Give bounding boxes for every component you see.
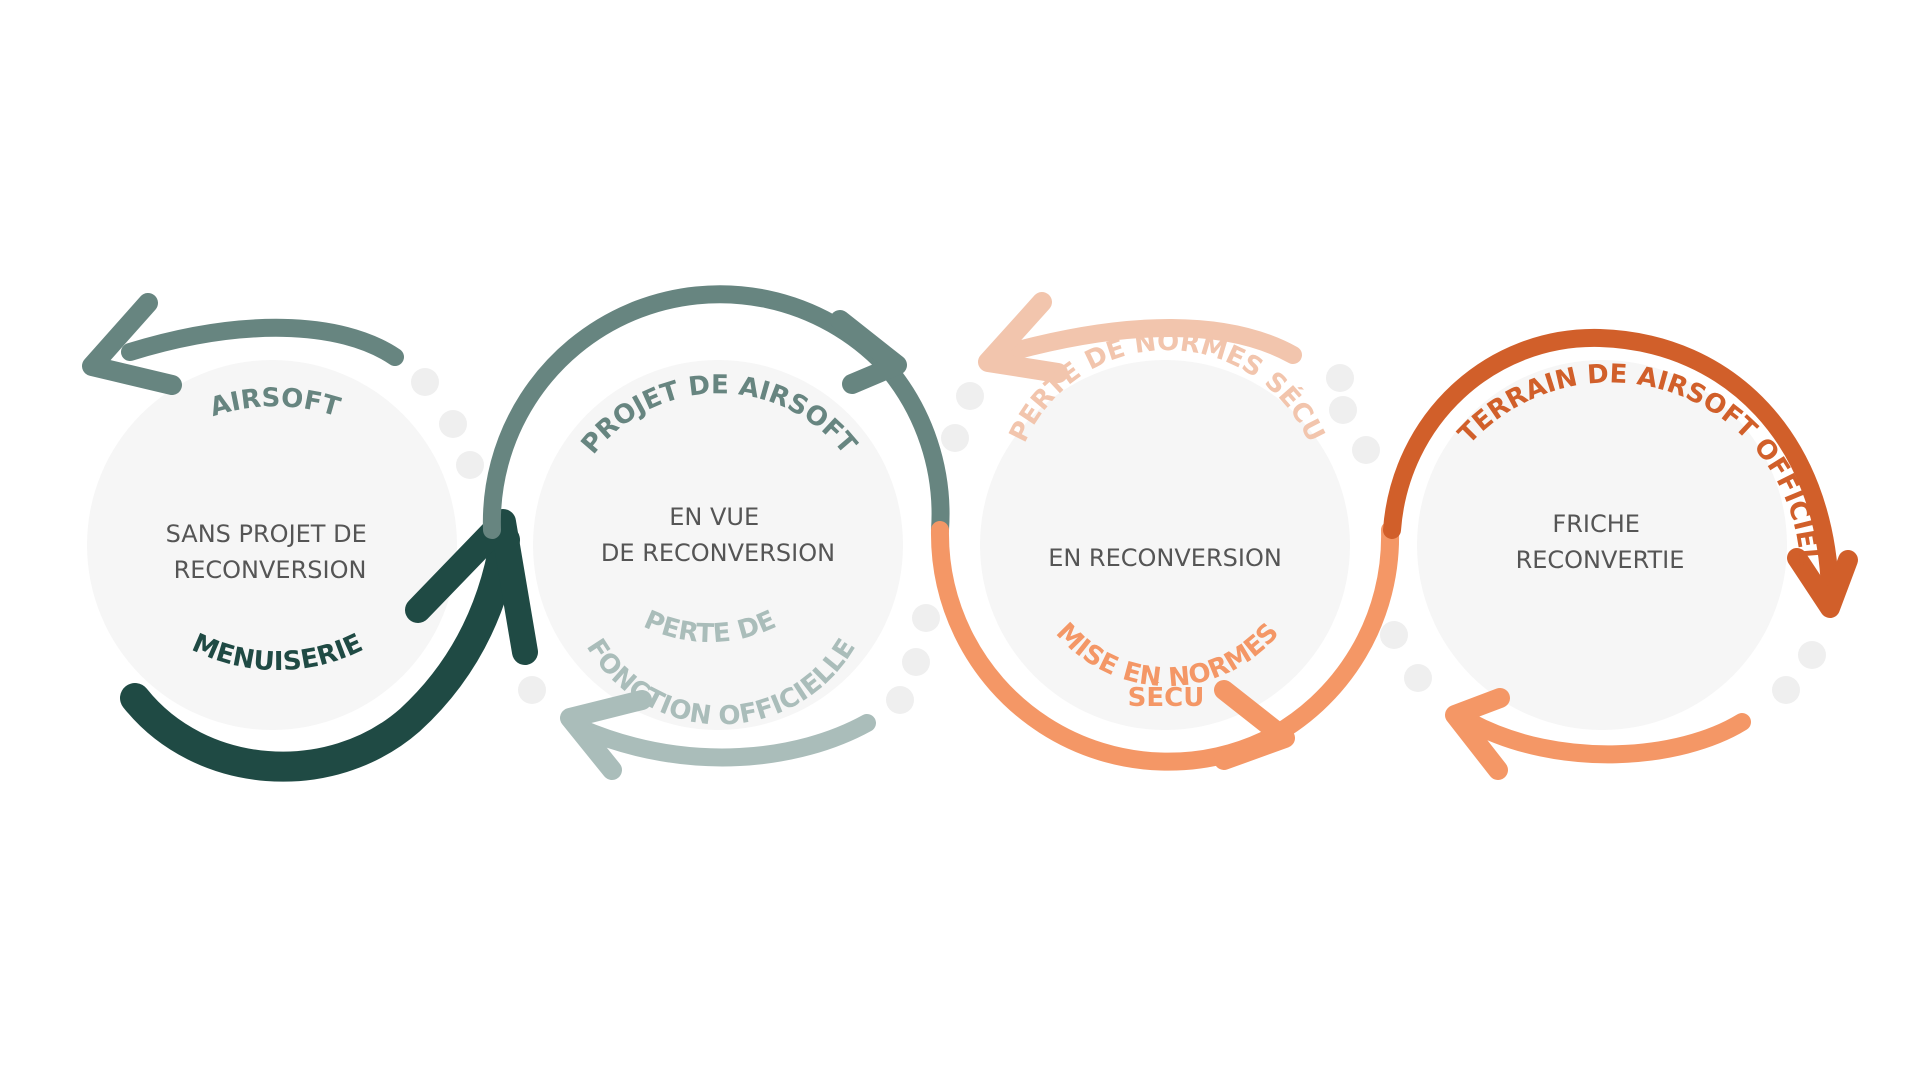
stage-3-bottom-arrow	[930, 521, 1400, 771]
stage-1-circle	[87, 360, 457, 730]
stage-2-circle	[533, 360, 903, 730]
stage-3-title: EN RECONVERSION	[1048, 544, 1282, 572]
stage-2-title-line-2: DE RECONVERSION	[601, 539, 835, 567]
decorative-dots	[411, 364, 1826, 714]
stage-1-title-line-2: RECONVERSION	[174, 556, 367, 584]
stage-3-title-line-1: EN RECONVERSION	[1048, 544, 1282, 572]
stage-4-bottom-arrow	[1445, 688, 1751, 780]
stage-4-title-line-2: RECONVERTIE	[1516, 546, 1685, 574]
stage-4-title: FRICHE RECONVERTIE	[1516, 510, 1685, 574]
stage-4-top-arrow	[1383, 328, 1858, 618]
stage-2-top-arrow	[482, 285, 950, 539]
stage-2-title: EN VUE DE RECONVERSION	[601, 503, 835, 567]
stage-1-title: SANS PROJET DE RECONVERSION	[166, 520, 375, 584]
stage-2-title-line-1: EN VUE	[669, 503, 759, 531]
stage-1-top-arrow	[82, 293, 404, 395]
stage-1-bottom-arrow	[120, 509, 538, 782]
stage-4-title-line-1: FRICHE	[1552, 510, 1640, 538]
stage-3-circle	[980, 360, 1350, 730]
stage-4-circle	[1417, 360, 1787, 730]
stage-3-top-arrow	[978, 292, 1302, 383]
stage-1-title-line-1: SANS PROJET DE	[166, 520, 367, 548]
stage-2-bottom-arrow	[560, 690, 876, 780]
stage-3-bottom-label-line-2: SÉCU	[1128, 681, 1205, 713]
